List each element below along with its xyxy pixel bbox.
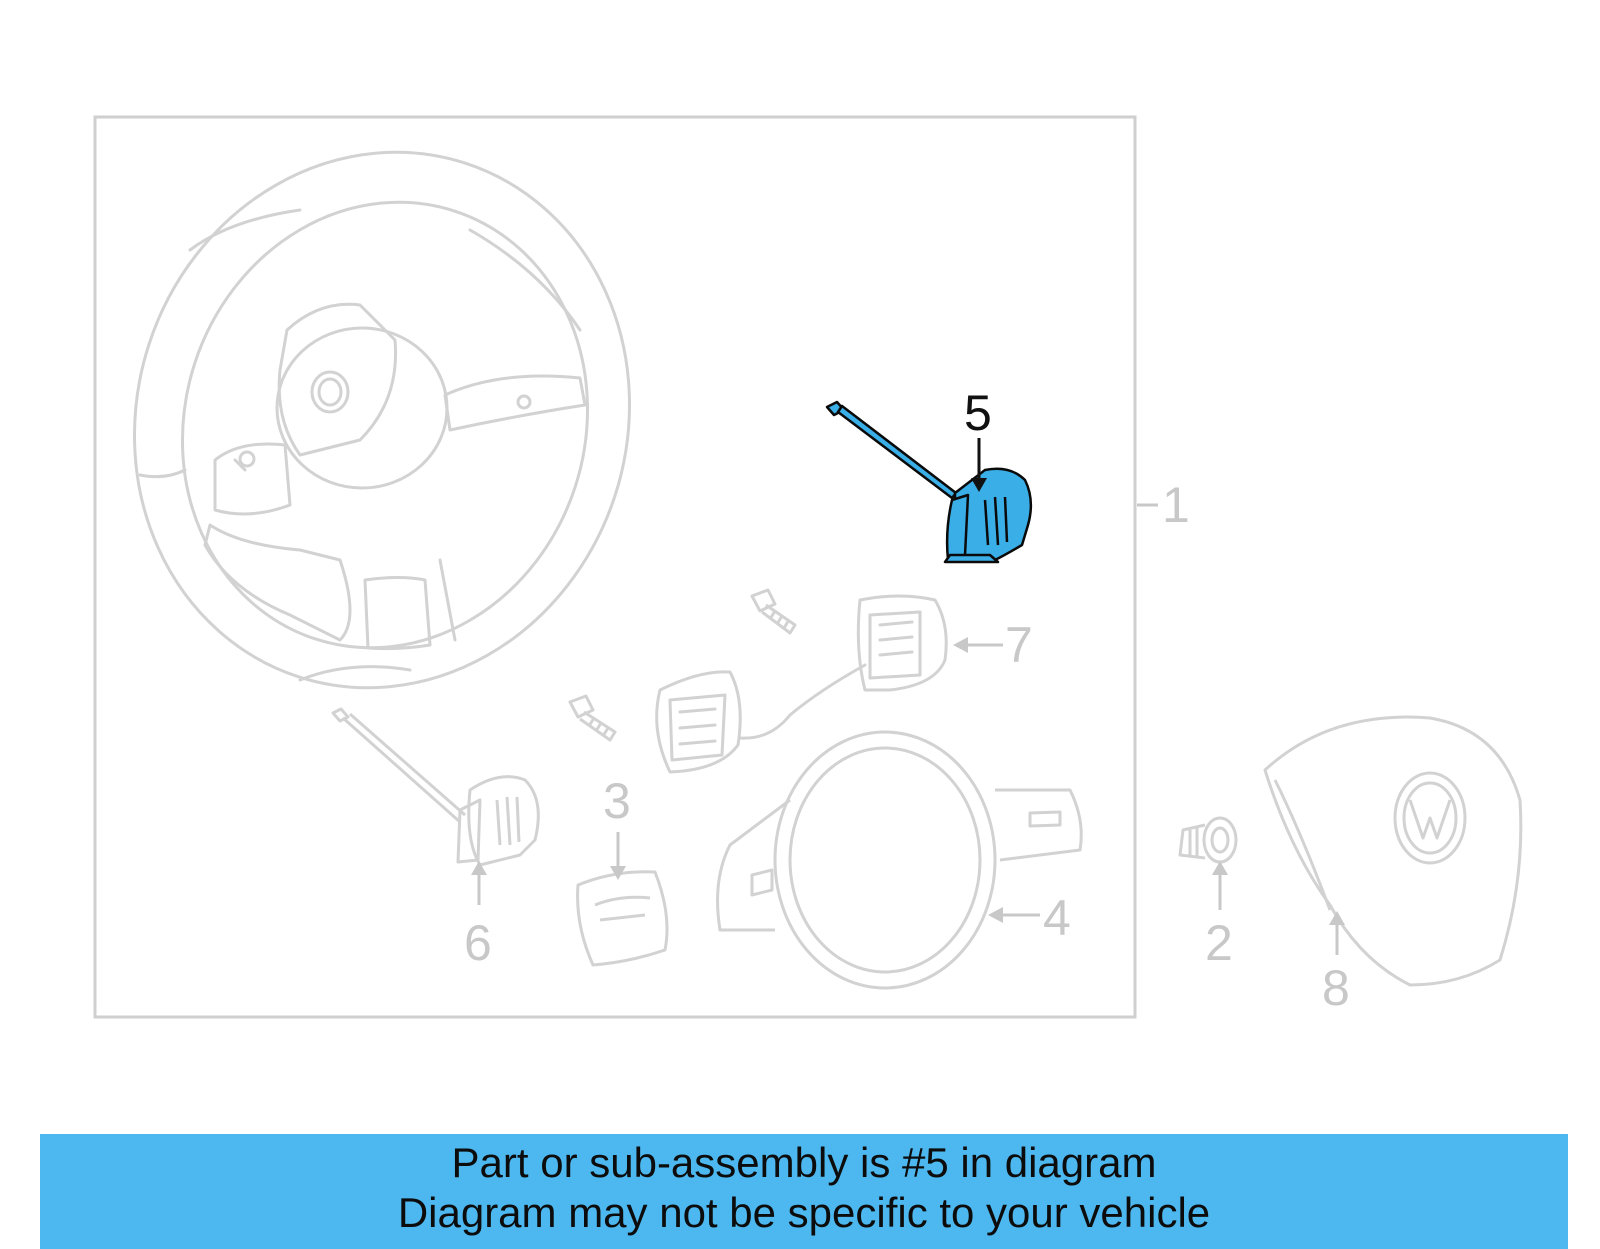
part-4-trim	[716, 730, 1083, 990]
arrow-head-8	[1329, 911, 1345, 925]
callout-5: 5	[964, 385, 992, 441]
info-banner: Part or sub-assembly is #5 in diagram Di…	[40, 1134, 1568, 1249]
arrow-head-4	[988, 907, 1003, 923]
callout-2: 2	[1205, 915, 1233, 971]
callout-7: 7	[1005, 617, 1033, 673]
arrow-head-6	[471, 861, 487, 875]
parts-diagram: 1 2 3 4 5 6 7 8	[93, 115, 1523, 1019]
steering-wheel	[133, 150, 631, 690]
part-2-bolt	[1178, 816, 1238, 864]
arrow-heads	[471, 478, 1345, 925]
banner-line-disclaimer: Diagram may not be specific to your vehi…	[397, 1189, 1211, 1236]
arrow-head-5	[971, 478, 987, 492]
screw-lower	[568, 694, 617, 742]
callout-3: 3	[603, 773, 631, 829]
screw-upper	[750, 588, 797, 635]
arrow-head-3	[610, 866, 626, 880]
part-8-airbag	[1263, 715, 1523, 987]
leader-lines	[477, 438, 1339, 955]
assembly-frame	[93, 115, 1137, 1019]
part-5-switch-highlighted	[825, 400, 1033, 564]
callout-8: 8	[1322, 960, 1350, 1016]
part-3-cover	[576, 870, 669, 967]
callout-1: 1	[1162, 477, 1190, 533]
part-7-switch-assembly	[655, 594, 948, 774]
arrow-head-2	[1212, 861, 1228, 875]
banner-line-part-number: Part or sub-assembly is #5 in diagram	[451, 1139, 1157, 1186]
callout-6: 6	[464, 915, 492, 971]
arrow-head-7	[953, 637, 968, 653]
part-6-switch	[331, 707, 540, 867]
callout-4: 4	[1043, 890, 1071, 946]
